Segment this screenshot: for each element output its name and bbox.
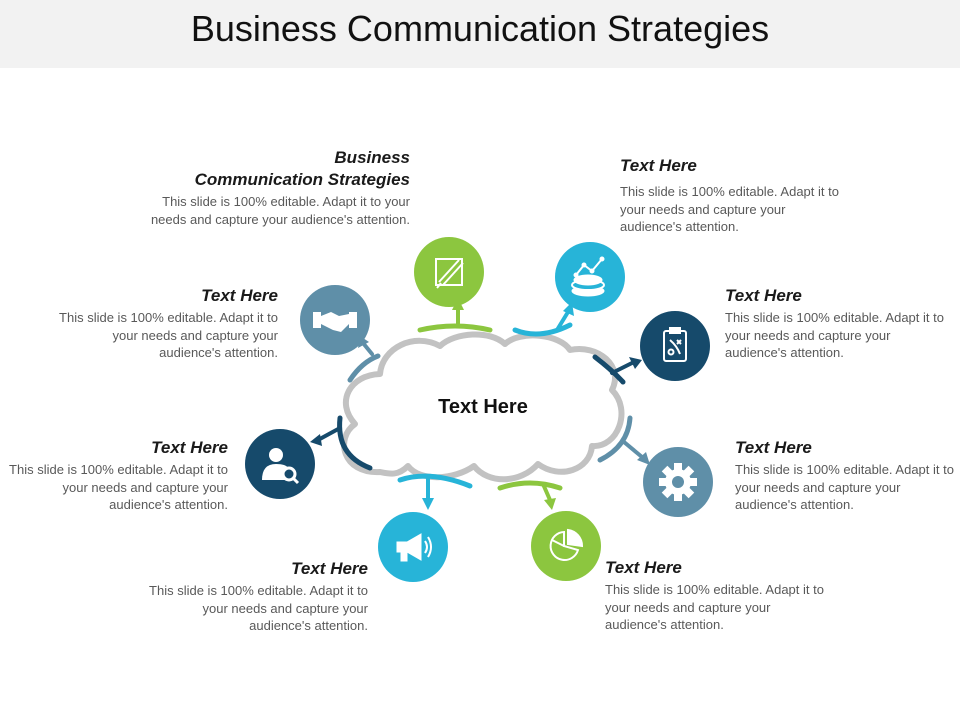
node-label-3: Text Here This slide is 100% editable. A… — [725, 285, 950, 362]
pencil-icon — [435, 258, 464, 289]
node-desc-5: This slide is 100% editable. Adapt it to… — [605, 582, 824, 632]
connector-arrow-2 — [555, 310, 570, 332]
node-desc-8: This slide is 100% editable. Adapt it to… — [59, 310, 278, 360]
connector-arc-4 — [597, 415, 633, 463]
node-title-2: Text Here — [620, 156, 697, 175]
center-cloud — [341, 331, 625, 483]
node-desc-3: This slide is 100% editable. Adapt it to… — [725, 310, 944, 360]
strategy-clipboard-icon — [663, 327, 687, 362]
connector-arc-3 — [592, 354, 626, 385]
growth-coins-icon — [571, 256, 605, 297]
node-label-1: Business Communication Strategies This s… — [140, 147, 410, 228]
node-title-5: Text Here — [605, 558, 682, 577]
handshake-icon — [313, 312, 357, 332]
connector-arrow-5 — [541, 482, 552, 502]
node-label-5: Text Here This slide is 100% editable. A… — [605, 557, 830, 634]
node-label-2: Text Here This slide is 100% editable. A… — [620, 155, 845, 236]
node-title-4: Text Here — [735, 438, 812, 457]
arrowhead-5 — [544, 498, 556, 510]
connector-arc-6 — [397, 473, 473, 489]
arrowhead-4 — [637, 452, 650, 465]
page-title: Business Communication Strategies — [190, 8, 770, 49]
connector-arc-1 — [417, 323, 493, 333]
gear-icon — [659, 463, 697, 501]
node-title-8: Text Here — [201, 286, 278, 305]
connector-arc-2 — [512, 322, 573, 337]
node-desc-6: This slide is 100% editable. Adapt it to… — [149, 583, 368, 633]
connectors — [316, 306, 644, 502]
connector-arrow-4 — [622, 440, 644, 459]
title-bar — [0, 0, 960, 68]
node-label-6: Text Here This slide is 100% editable. A… — [143, 558, 368, 635]
node-title-7: Text Here — [151, 438, 228, 457]
pie-chart-icon — [549, 528, 584, 561]
connector-arc-5 — [497, 480, 563, 491]
arrowhead-6 — [422, 498, 434, 510]
connector-arrow-7 — [316, 426, 342, 442]
user-search-icon — [262, 448, 300, 485]
connector-arrow-8 — [361, 341, 374, 356]
connector-arc-7 — [337, 415, 373, 471]
connector-arrow-3 — [610, 361, 634, 375]
node-label-7: Text Here This slide is 100% editable. A… — [3, 437, 228, 514]
node-circle-7 — [245, 429, 315, 499]
node-desc-7: This slide is 100% editable. Adapt it to… — [9, 462, 228, 512]
arrowhead-7 — [310, 434, 322, 446]
node-desc-4: This slide is 100% editable. Adapt it to… — [735, 462, 954, 512]
megaphone-icon — [396, 533, 432, 562]
node-title-3: Text Here — [725, 286, 802, 305]
node-label-4: Text Here This slide is 100% editable. A… — [735, 437, 957, 514]
node-title-6: Text Here — [291, 559, 368, 578]
node-desc-1: This slide is 100% editable. Adapt it to… — [150, 194, 410, 227]
node-desc-2: This slide is 100% editable. Adapt it to… — [620, 184, 839, 234]
center-label: Text Here — [438, 396, 528, 418]
node-title-1: Business Communication Strategies — [194, 148, 410, 189]
connector-arc-8 — [347, 353, 381, 383]
arrowhead-3 — [629, 357, 642, 369]
node-label-8: Text Here This slide is 100% editable. A… — [53, 285, 278, 362]
